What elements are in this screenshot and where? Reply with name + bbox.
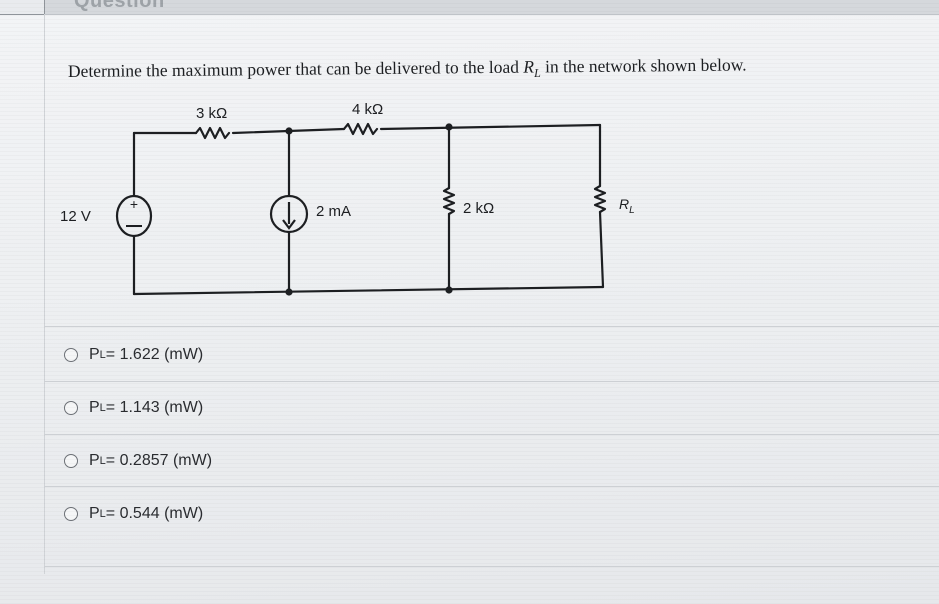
- option-text: = 0.2857 (mW): [105, 452, 213, 469]
- option-text: = 0.544 (mW): [105, 505, 204, 522]
- rl-symbol: R: [619, 196, 629, 212]
- option-prefix: P: [89, 505, 100, 522]
- wire-rl-lower: [598, 210, 605, 289]
- rl-subscript: L: [629, 205, 635, 216]
- option-subscript: L: [99, 402, 106, 414]
- option-prefix: P: [89, 452, 100, 469]
- radio-button-icon[interactable]: [64, 348, 78, 362]
- source-plus-sign: +: [130, 196, 138, 212]
- option-text: = 1.622 (mW): [105, 346, 204, 363]
- card-edge: [44, 14, 45, 574]
- question-header: Question: [74, 0, 165, 12]
- wire-top-right: [379, 123, 602, 131]
- node-bottom-2k: [445, 286, 453, 294]
- node-top-2k: [445, 123, 453, 131]
- r3-label: 2 kΩ: [463, 200, 494, 217]
- divider-4: [44, 486, 939, 487]
- option-prefix: P: [89, 346, 100, 363]
- option-prefix: P: [89, 399, 100, 416]
- rl-label: RL: [619, 196, 635, 216]
- divider-3: [44, 434, 939, 435]
- option-text: = 1.143 (mW): [105, 399, 204, 416]
- r2-label: 4 kΩ: [352, 101, 383, 118]
- node-bottom-current: [285, 288, 293, 296]
- radio-button-icon[interactable]: [64, 401, 78, 415]
- voltage-source-icon: +: [115, 194, 153, 238]
- option-subscript: L: [99, 349, 106, 361]
- divider-5: [44, 566, 939, 567]
- source-voltage-label: 12 V: [60, 208, 91, 225]
- top-bar: Question: [0, 0, 939, 15]
- header-tab[interactable]: [0, 0, 45, 15]
- resistor-4k-icon: [342, 122, 379, 136]
- option-subscript: L: [99, 508, 106, 520]
- resistor-rl-icon: [593, 184, 607, 214]
- node-top-current: [285, 127, 293, 135]
- r1-label: 3 kΩ: [196, 105, 227, 122]
- circuit-nodes: [285, 123, 453, 296]
- current-source-label: 2 mA: [316, 203, 351, 220]
- resistor-3k-icon: [194, 126, 231, 140]
- divider-1: [44, 326, 939, 327]
- wire-bottom: [132, 285, 605, 296]
- radio-button-icon[interactable]: [64, 507, 78, 521]
- divider-2: [44, 381, 939, 382]
- current-source-icon: [269, 194, 309, 234]
- radio-button-icon[interactable]: [64, 454, 78, 468]
- resistor-2k-icon: [442, 186, 456, 216]
- option-subscript: L: [99, 455, 106, 467]
